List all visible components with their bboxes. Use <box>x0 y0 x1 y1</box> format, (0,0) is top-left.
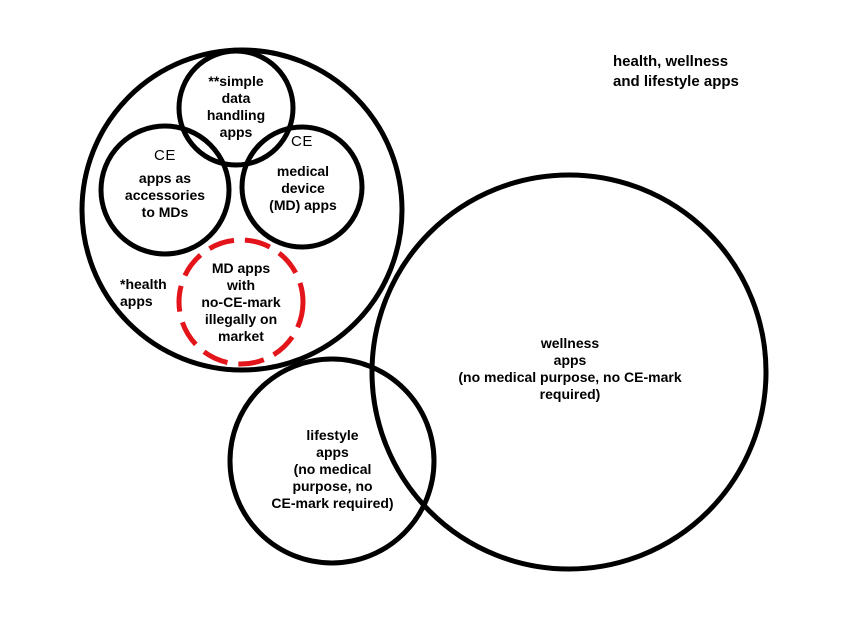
lifestyle-apps-label: lifestyle apps (no medical purpose, no C… <box>271 427 394 511</box>
illegal-md-apps-label: MD apps with no-CE-mark illegally on mar… <box>201 260 281 344</box>
accessories-to-md-circle <box>98 123 232 257</box>
medical-device-apps-label: medical device (MD) apps <box>269 163 337 213</box>
simple-data-handling-circle <box>176 48 296 168</box>
ce-mark-icon: CE <box>291 133 313 150</box>
illegal-md-apps-circle <box>176 237 306 367</box>
wellness-apps-circle <box>369 172 769 572</box>
ce-mark-icon: CE <box>154 147 176 164</box>
wellness-apps-label: wellness apps (no medical purpose, no CE… <box>458 335 682 402</box>
simple-data-handling-label: **simple data handling apps <box>206 73 266 140</box>
lifestyle-apps-circle <box>227 356 437 566</box>
diagram-title: health, wellness and lifestyle apps <box>613 53 739 90</box>
accessories-to-md-label: apps as accessories to MDs <box>124 170 206 220</box>
medical-device-apps-circle <box>239 124 365 250</box>
health-apps-label: *health apps <box>120 276 167 309</box>
